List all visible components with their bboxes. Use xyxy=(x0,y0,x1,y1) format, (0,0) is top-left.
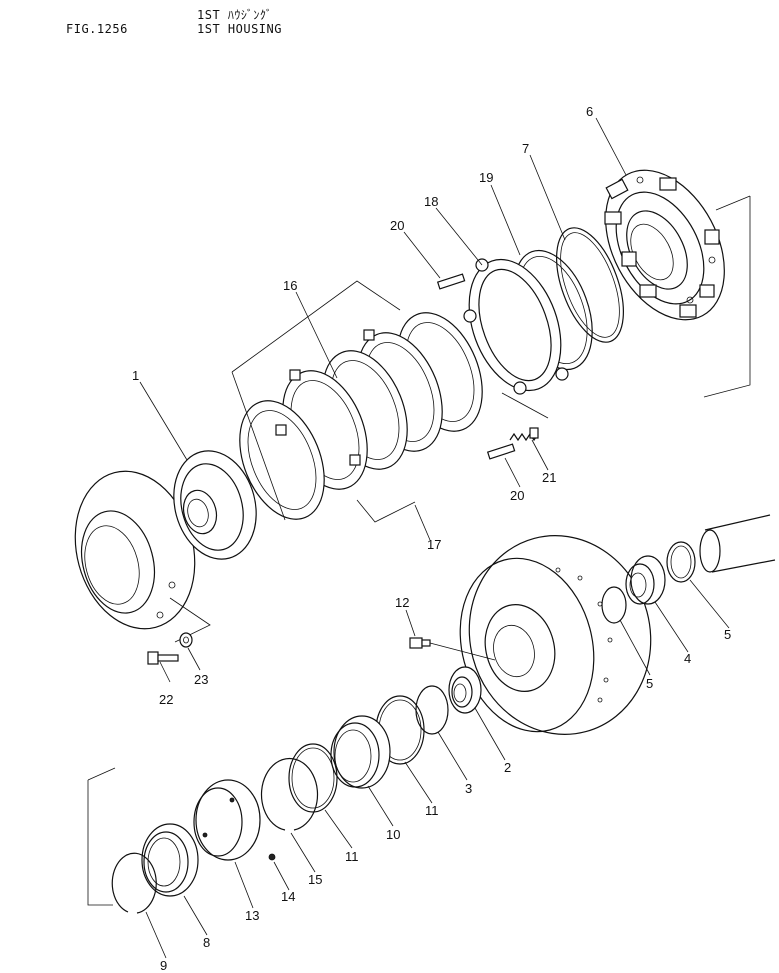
title-english: 1ST HOUSING xyxy=(197,22,282,36)
callout-14: 14 xyxy=(281,889,295,904)
callout-8: 8 xyxy=(203,935,210,950)
part-1-gear-carrier xyxy=(74,450,257,630)
callout-20-bottom: 20 xyxy=(510,488,524,503)
callout-12: 12 xyxy=(395,595,409,610)
leader-12 xyxy=(429,642,496,661)
callout-11-upper: 11 xyxy=(425,803,439,818)
leader-lines xyxy=(139,117,730,959)
part-10-sleeve xyxy=(330,715,391,789)
callout-18: 18 xyxy=(424,194,438,209)
callout-19: 19 xyxy=(479,170,493,185)
callout-22: 22 xyxy=(159,692,173,707)
callout-15: 15 xyxy=(308,872,322,887)
callout-9: 9 xyxy=(160,958,167,973)
part-9-snap-ring xyxy=(111,852,157,914)
part-13-sleeve xyxy=(193,779,261,861)
part-4-collar xyxy=(625,555,666,605)
bracket-bottom-left-top xyxy=(87,767,116,781)
callout-5-left: 5 xyxy=(646,676,653,691)
title-japanese: 1ST ﾊｳｼﾞﾝｸﾞ xyxy=(197,8,273,22)
part-5-ring-left xyxy=(601,586,627,624)
part-23-washer xyxy=(179,632,193,648)
bracket-17 xyxy=(356,499,416,523)
part-18-end-plate xyxy=(463,258,569,395)
bracket-21 xyxy=(501,392,549,419)
part-5-ring-right xyxy=(666,541,696,583)
part-output-shaft xyxy=(699,514,776,573)
part-15-snap-ring xyxy=(260,757,319,831)
callout-6: 6 xyxy=(586,104,593,119)
callout-16: 16 xyxy=(283,278,297,293)
callout-23: 23 xyxy=(194,672,208,687)
callout-1: 1 xyxy=(132,368,139,383)
part-2-bearing xyxy=(448,666,482,714)
bracket-6 xyxy=(715,195,751,211)
callout-21: 21 xyxy=(542,470,556,485)
callout-10: 10 xyxy=(386,827,400,842)
callout-3: 3 xyxy=(465,781,472,796)
part-20-pin-lower xyxy=(486,443,516,460)
bracket-16-left xyxy=(231,371,286,521)
callout-11-lower: 11 xyxy=(345,849,359,864)
callout-labels: 6 7 19 18 20 16 1 20 21 17 5 4 5 12 2 3 … xyxy=(132,104,731,973)
bracket-6-side xyxy=(703,196,751,398)
callout-4: 4 xyxy=(684,651,691,666)
callout-2: 2 xyxy=(504,760,511,775)
part-6-housing xyxy=(604,169,725,321)
figure-number: FIG.1256 xyxy=(66,22,128,36)
part-16-17-clutch-pack xyxy=(239,312,483,520)
part-8-bearing xyxy=(141,823,199,897)
part-14-ball xyxy=(268,853,276,861)
part-21-spring xyxy=(509,427,539,442)
part-22-bolt xyxy=(147,651,179,665)
callout-20-top: 20 xyxy=(390,218,404,233)
part-7-snap-ring xyxy=(556,227,624,343)
part-main-housing xyxy=(459,535,652,735)
part-20-pin-upper xyxy=(436,273,466,290)
part-11-ring-lower xyxy=(288,743,338,813)
part-12-plug xyxy=(409,637,431,649)
callout-13: 13 xyxy=(245,908,259,923)
bracket-bottom-left xyxy=(87,780,113,906)
callout-7: 7 xyxy=(522,141,529,156)
callout-17: 17 xyxy=(427,537,441,552)
callout-5-right: 5 xyxy=(724,627,731,642)
bracket-16 xyxy=(231,280,401,373)
